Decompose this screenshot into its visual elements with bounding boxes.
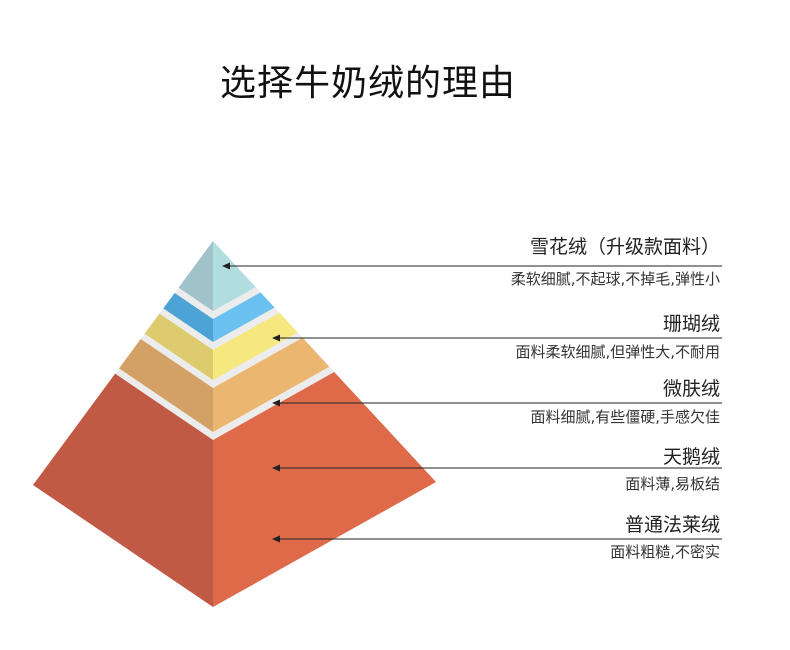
tier-name-coral: 珊瑚绒 bbox=[662, 313, 720, 335]
tier-name-velvet: 天鹅绒 bbox=[662, 446, 720, 468]
pyramid-layer-microfiber-left bbox=[144, 313, 213, 380]
tier-name-snowflake: 雪花绒（升级款面料） bbox=[529, 236, 720, 258]
pyramid-layer-snowflake-right bbox=[213, 241, 256, 311]
callout-arrowhead-coral bbox=[272, 334, 280, 342]
tier-desc-velvet: 面料薄,易板结 bbox=[625, 475, 720, 493]
callout-arrowhead-flannel bbox=[272, 535, 280, 543]
pyramid-layer-snowflake-left bbox=[178, 241, 213, 311]
pyramid-layer-velvet-left bbox=[119, 339, 213, 432]
callout-arrowhead-velvet bbox=[272, 464, 280, 472]
pyramid-layers bbox=[33, 241, 436, 607]
page-title: 选择牛奶绒的理由 bbox=[220, 63, 517, 104]
pyramid-layer-velvet-right bbox=[213, 337, 330, 432]
pyramid-layer-coral-left bbox=[163, 293, 213, 342]
tier-desc-microfiber: 面料细腻,有些僵硬,手感欠佳 bbox=[530, 408, 720, 426]
tier-name-flannel: 普通法莱绒 bbox=[624, 514, 720, 536]
callout-arrowhead-microfiber bbox=[272, 399, 280, 407]
tier-desc-snowflake: 柔软细腻,不起球,不掉毛,弹性小 bbox=[510, 270, 720, 288]
pyramid-layer-coral-right bbox=[213, 292, 275, 342]
tier-name-microfiber: 微肤绒 bbox=[662, 378, 720, 400]
callout-arrowhead-snowflake bbox=[222, 262, 230, 270]
pyramid-layer-microfiber-right bbox=[213, 312, 298, 380]
pyramid-layer-flannel-right bbox=[213, 372, 436, 607]
pyramid-layer-flannel-left bbox=[33, 373, 213, 607]
tier-desc-flannel: 面料粗糙,不密实 bbox=[610, 543, 720, 561]
callout-lines bbox=[222, 262, 722, 543]
tier-desc-coral: 面料柔软细腻,但弹性大,不耐用 bbox=[515, 343, 720, 361]
